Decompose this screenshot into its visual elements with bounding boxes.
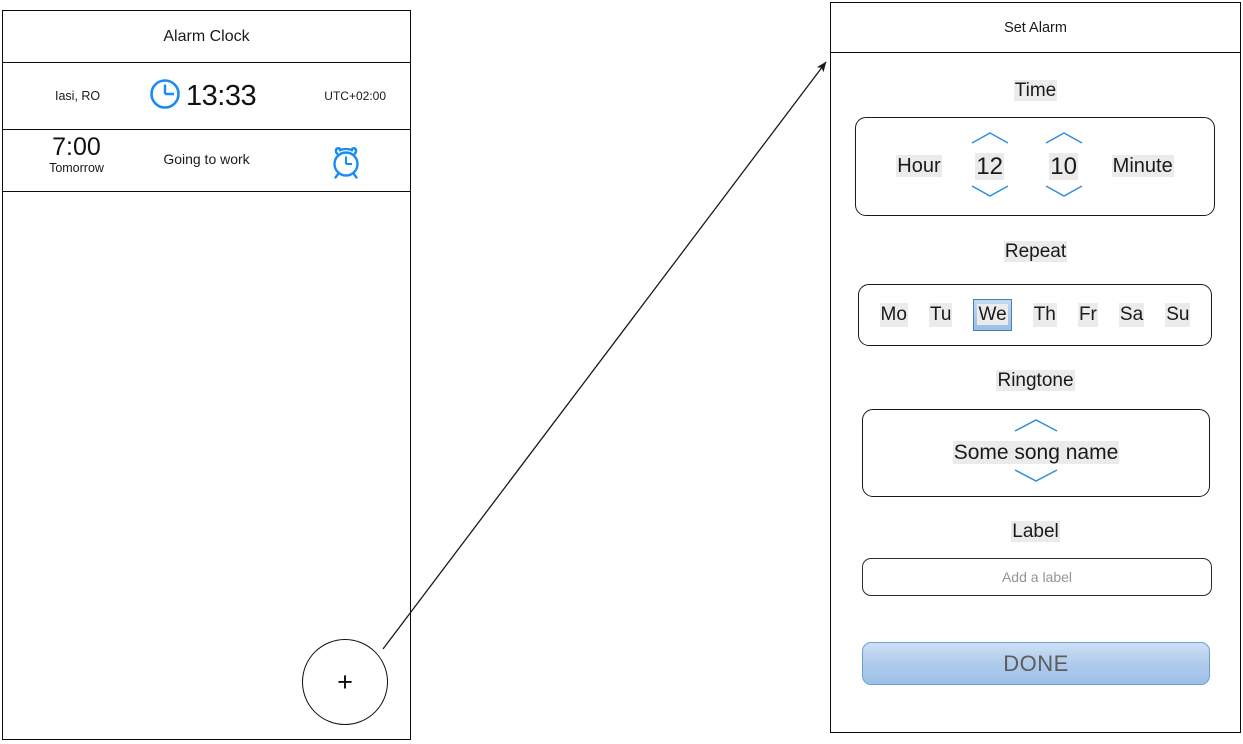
ringtone-section-title: Ringtone [996,370,1075,391]
chevron-up-icon[interactable] [1013,418,1059,438]
world-clock-time: 13:33 [186,79,257,112]
repeat-day-th[interactable]: Th [1032,303,1057,327]
world-clock-city: Iasi, RO [55,89,101,103]
repeat-day-tu[interactable]: Tu [928,303,953,327]
ringtone-picker[interactable]: Some song name [862,409,1210,497]
hour-value[interactable]: 12 [975,152,1004,180]
chevron-down-icon[interactable] [1013,468,1059,488]
minute-stepper[interactable]: 10 [1038,131,1090,203]
clock-icon [148,77,182,116]
alarm-bell-icon[interactable] [326,142,366,185]
repeat-day-sa[interactable]: Sa [1118,303,1145,327]
plus-icon: + [337,666,353,697]
set-alarm-screen: Set Alarm Time Hour 12 [830,2,1241,733]
alarm-clock-header: Alarm Clock [3,11,410,63]
label-placeholder: Add a label [1001,569,1073,585]
hour-stepper[interactable]: 12 [964,131,1016,203]
alarm-label: Going to work [163,151,250,167]
chevron-up-icon[interactable] [1044,131,1084,150]
label-input[interactable]: Add a label [862,558,1212,596]
repeat-day-group: Mo Tu We Th Fr Sa Su [858,284,1212,346]
alarm-clock-screen: Alarm Clock Iasi, RO 13:33 UTC+02:00 7:0… [2,10,411,740]
time-picker: Hour 12 10 [855,117,1215,216]
add-alarm-button[interactable]: + [302,639,388,725]
repeat-day-mo[interactable]: Mo [879,303,908,327]
alarm-day: Tomorrow [49,161,104,175]
done-button-label: DONE [1003,650,1069,676]
alarm-time-block: 7:00 Tomorrow [29,134,124,176]
minute-label: Minute [1111,155,1174,177]
world-clock-row[interactable]: Iasi, RO 13:33 UTC+02:00 [3,63,410,130]
time-section-title: Time [1013,80,1058,101]
page-title: Set Alarm [1004,19,1067,36]
hour-label: Hour [896,155,942,177]
world-clock-center: 13:33 [148,77,257,116]
minute-value[interactable]: 10 [1049,152,1078,180]
ringtone-value: Some song name [952,441,1120,464]
label-section-title: Label [1011,521,1060,542]
chevron-down-icon[interactable] [970,184,1010,203]
chevron-up-icon[interactable] [970,131,1010,150]
alarm-list-item[interactable]: 7:00 Tomorrow Going to work [3,130,410,192]
chevron-down-icon[interactable] [1044,184,1084,203]
alarm-time: 7:00 [52,133,101,161]
done-button[interactable]: DONE [862,642,1210,685]
world-clock-utc-offset: UTC+02:00 [324,89,386,103]
page-title: Alarm Clock [163,27,250,45]
repeat-section-title: Repeat [1003,241,1068,262]
repeat-day-su[interactable]: Su [1165,303,1191,327]
set-alarm-header: Set Alarm [831,3,1240,53]
repeat-day-we[interactable]: We [973,299,1012,331]
repeat-day-fr[interactable]: Fr [1077,303,1098,327]
